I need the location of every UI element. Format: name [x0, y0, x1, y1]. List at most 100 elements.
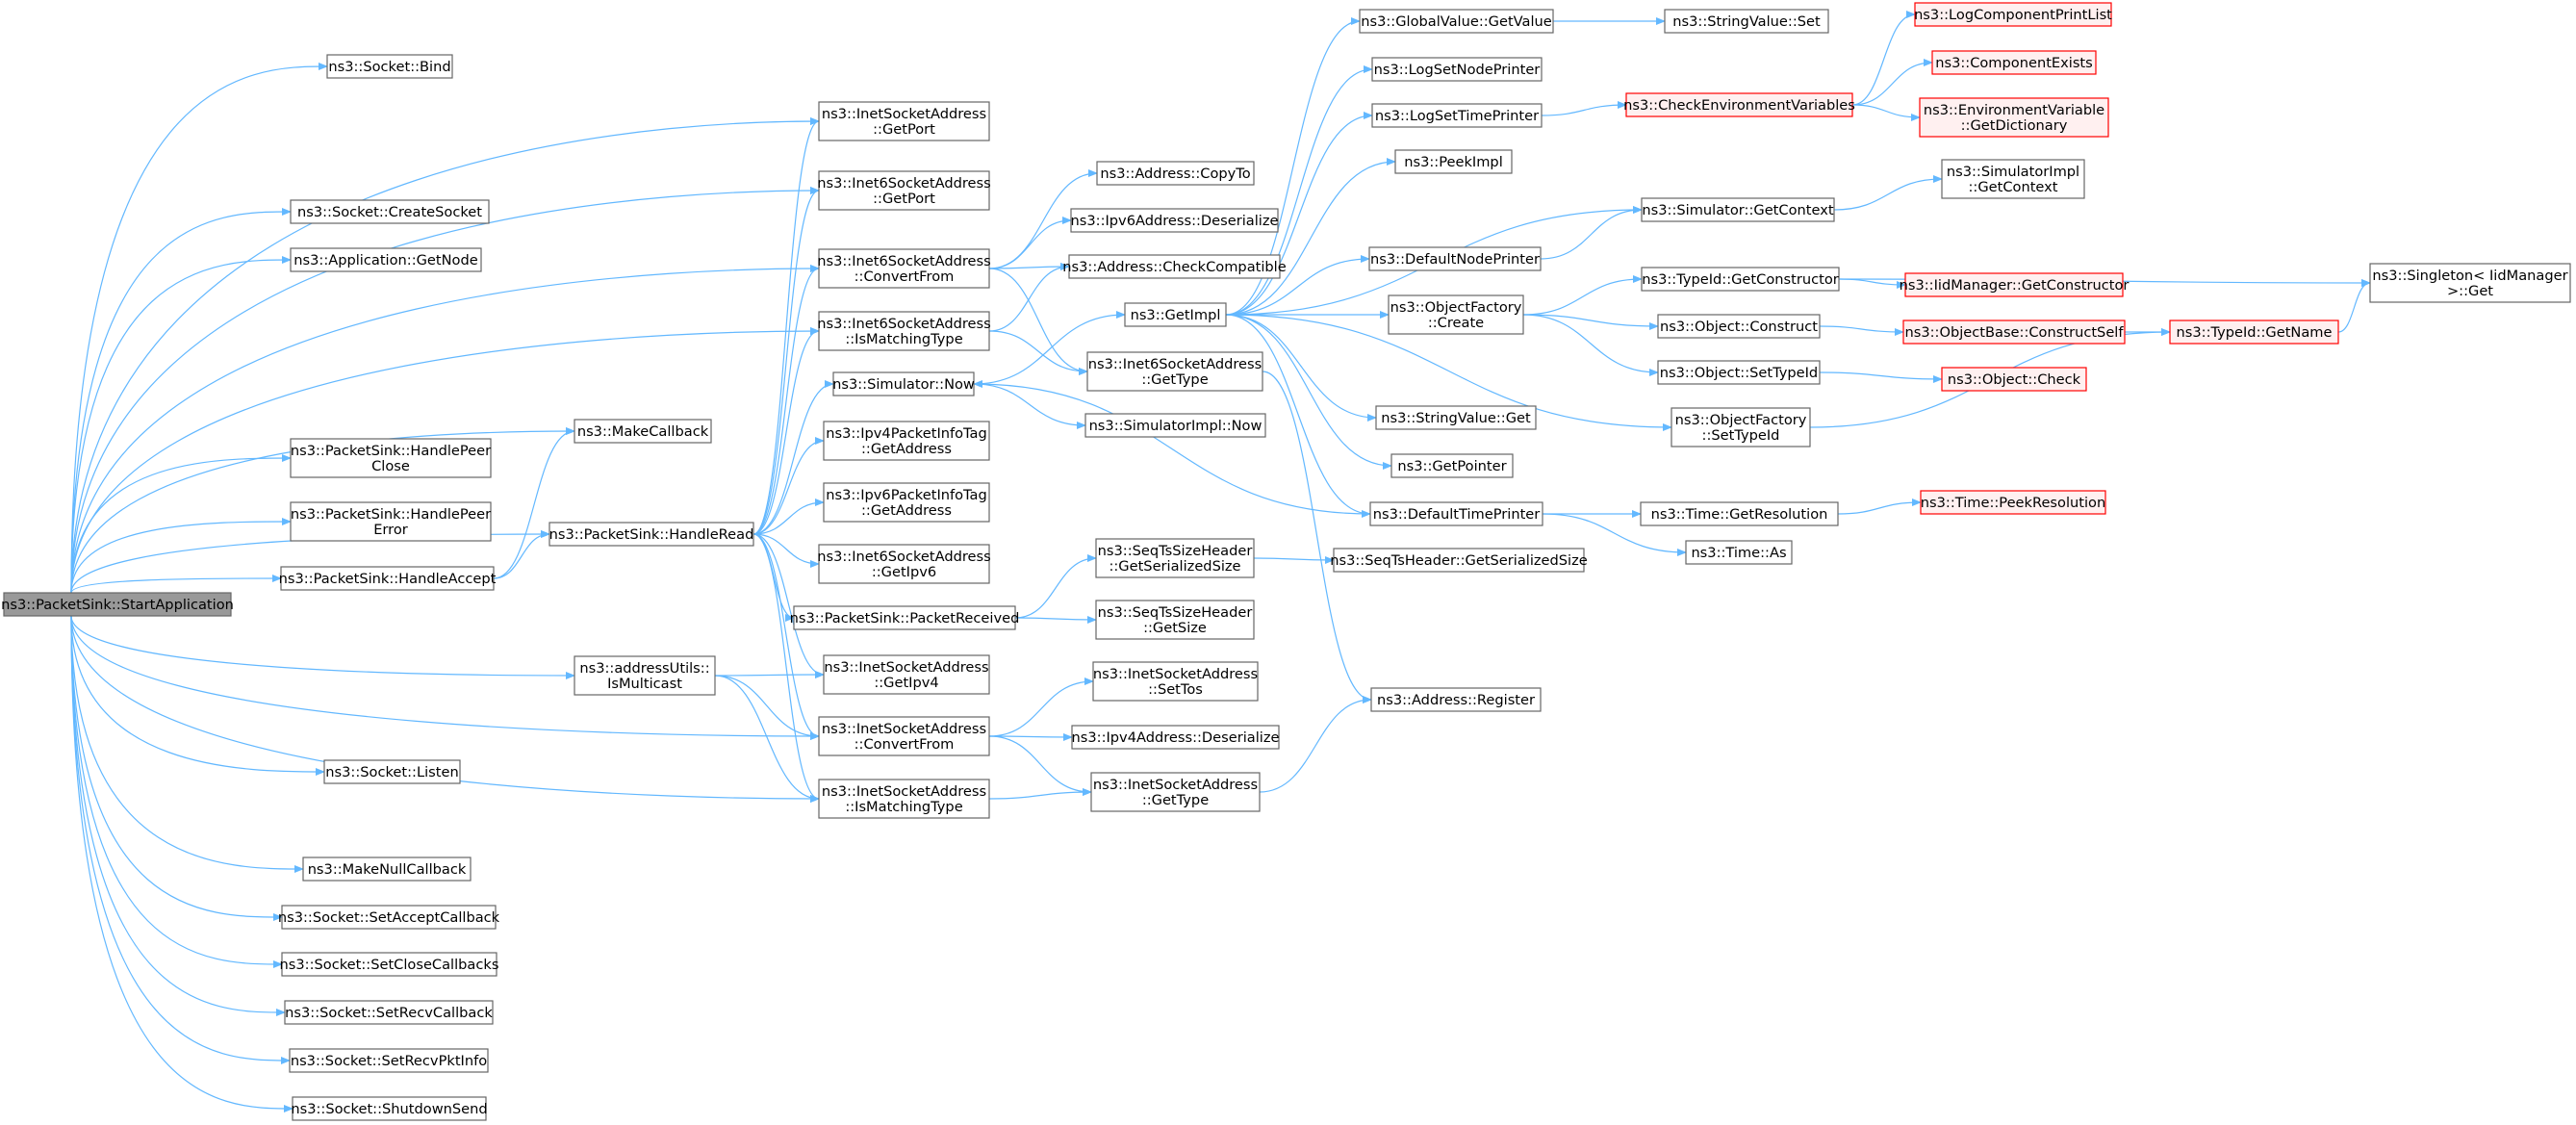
node-envvar_getdict[interactable]: ns3::EnvironmentVariable::GetDictionary: [1919, 97, 2109, 138]
node-inet6_getipv6[interactable]: ns3::Inet6SocketAddress::GetIpv6: [817, 544, 991, 584]
node-simimpl_getcontext[interactable]: ns3::SimulatorImpl::GetContext: [1941, 159, 2085, 199]
node-typeid_getctor[interactable]: ns3::TypeId::GetConstructor: [1641, 267, 1840, 292]
node-obj_check[interactable]: ns3::Object::Check: [1941, 367, 2087, 392]
node-addr_copyto[interactable]: ns3::Address::CopyTo: [1096, 161, 1255, 186]
node-box: [1685, 540, 1793, 565]
node-box: [1368, 246, 1542, 271]
node-box: [2169, 320, 2339, 345]
node-start[interactable]: ns3::PacketSink::StartApplication: [1, 592, 234, 617]
node-logsetnode[interactable]: ns3::LogSetNodePrinter: [1371, 57, 1543, 82]
node-inet_convert[interactable]: ns3::InetSocketAddress::ConvertFrom: [818, 716, 990, 756]
node-stringvalue_get[interactable]: ns3::StringValue::Get: [1375, 405, 1537, 430]
node-box: [284, 1000, 494, 1025]
node-seqts_getser[interactable]: ns3::SeqTsSizeHeader::GetSerializedSize: [1095, 538, 1255, 578]
edge-hread-to-inet6_getipv6: [752, 533, 820, 568]
node-sim_getcontext[interactable]: ns3::Simulator::GetContext: [1641, 197, 1835, 222]
node-label: ns3::Ipv4Address::Deserialize: [1072, 729, 1280, 746]
node-inet_settos[interactable]: ns3::InetSocketAddress::SetTos: [1092, 661, 1259, 702]
node-defnodeprinter[interactable]: ns3::DefaultNodePrinter: [1368, 246, 1542, 271]
node-inet6_ismatch[interactable]: ns3::Inet6SocketAddress::IsMatchingType: [817, 311, 991, 351]
edge-time_getres-to-time_peekres: [1837, 499, 1922, 515]
node-inet6_convert[interactable]: ns3::Inet6SocketAddress::ConvertFrom: [817, 248, 991, 289]
node-makecallback[interactable]: ns3::MakeCallback: [574, 419, 712, 444]
edge-getimpl-to-gv_getvalue: [1225, 17, 1361, 316]
node-inet_ismatch[interactable]: ns3::InetSocketAddress::IsMatchingType: [818, 779, 990, 819]
node-seqts_header_getser[interactable]: ns3::SeqTsHeader::GetSerializedSize: [1330, 548, 1588, 573]
node-haccept[interactable]: ns3::PacketSink::HandleAccept: [279, 566, 497, 591]
node-bind[interactable]: ns3::Socket::Bind: [326, 54, 453, 79]
node-preceived[interactable]: ns3::PacketSink::PacketReceived: [790, 605, 1020, 630]
edge-checkenv-to-logcomp_print: [1851, 11, 1916, 106]
node-label: ns3::PeekImpl: [1404, 154, 1503, 170]
node-inet_getipv4[interactable]: ns3::InetSocketAddress::GetIpv4: [823, 654, 990, 695]
node-sim_now[interactable]: ns3::Simulator::Now: [832, 371, 975, 396]
edge-obj_settypeid-to-obj_check: [1819, 371, 1943, 383]
node-deftimeprinter[interactable]: ns3::DefaultTimePrinter: [1369, 501, 1543, 526]
node-ismulticast[interactable]: ns3::addressUtils::IsMulticast: [574, 655, 716, 696]
node-inet_gettype[interactable]: ns3::InetSocketAddress::GetType: [1090, 772, 1261, 812]
edge-inet_convert-to-inet_gettype: [988, 735, 1092, 796]
node-label: ns3::Socket::Listen: [325, 764, 458, 780]
node-compexists[interactable]: ns3::ComponentExists: [1931, 50, 2097, 75]
node-objbase_constructself[interactable]: ns3::ObjectBase::ConstructSelf: [1902, 320, 2126, 345]
edge-start-to-hpclose: [70, 454, 292, 594]
node-obj_construct[interactable]: ns3::Object::Construct: [1657, 314, 1821, 339]
node-singleton_get[interactable]: ns3::Singleton< IidManager>::Get: [2369, 263, 2571, 303]
node-setrecvpkt[interactable]: ns3::Socket::SetRecvPktInfo: [289, 1048, 489, 1073]
node-seqts_getsize[interactable]: ns3::SeqTsSizeHeader::GetSize: [1095, 600, 1255, 640]
edge-checkenv-to-envvar_getdict: [1851, 104, 1921, 121]
node-setaccept[interactable]: ns3::Socket::SetAcceptCallback: [278, 905, 500, 930]
edge-inet6_convert-to-inet6_gettype: [988, 268, 1088, 375]
node-box: [290, 247, 482, 272]
node-objfactory_settypeid[interactable]: ns3::ObjectFactory::SetTypeId: [1671, 407, 1811, 447]
node-label: ::SetTos: [1148, 681, 1203, 698]
node-time_peekres[interactable]: ns3::Time::PeekResolution: [1920, 490, 2106, 515]
node-addr_register[interactable]: ns3::Address::Register: [1370, 687, 1542, 712]
node-box: [1071, 725, 1280, 750]
node-setrecv[interactable]: ns3::Socket::SetRecvCallback: [284, 1000, 494, 1025]
node-obj_settypeid[interactable]: ns3::Object::SetTypeId: [1657, 360, 1821, 385]
node-gv_getvalue[interactable]: ns3::GlobalValue::GetValue: [1359, 9, 1554, 34]
node-checkenv[interactable]: ns3::CheckEnvironmentVariables: [1623, 92, 1855, 117]
node-time_as[interactable]: ns3::Time::As: [1685, 540, 1793, 565]
node-box: [818, 716, 990, 756]
node-shutdownsend[interactable]: ns3::Socket::ShutdownSend: [291, 1096, 488, 1121]
node-logsettime[interactable]: ns3::LogSetTimePrinter: [1371, 103, 1543, 128]
node-getpointer[interactable]: ns3::GetPointer: [1390, 453, 1514, 478]
node-addr_checkcompat[interactable]: ns3::Address::CheckCompatible: [1062, 254, 1287, 279]
node-label: ::GetType: [1142, 792, 1209, 808]
node-box: [1095, 538, 1255, 578]
node-inet_getport[interactable]: ns3::InetSocketAddress::GetPort: [818, 101, 990, 141]
node-ipv6_deser[interactable]: ns3::Ipv6Address::Deserialize: [1070, 208, 1279, 233]
node-inet6_gettype[interactable]: ns3::Inet6SocketAddress::GetType: [1086, 351, 1263, 392]
node-simimpl_now[interactable]: ns3::SimulatorImpl::Now: [1084, 413, 1266, 438]
node-label: ns3::MakeNullCallback: [308, 861, 467, 878]
node-getimpl[interactable]: ns3::GetImpl: [1124, 302, 1227, 327]
node-typeid_getname[interactable]: ns3::TypeId::GetName: [2169, 320, 2339, 345]
node-setclose[interactable]: ns3::Socket::SetCloseCallbacks: [280, 952, 499, 977]
node-ipv4_deser[interactable]: ns3::Ipv4Address::Deserialize: [1071, 725, 1280, 750]
node-listen[interactable]: ns3::Socket::Listen: [323, 759, 461, 784]
node-box: [548, 522, 754, 547]
node-inet6_getport[interactable]: ns3::Inet6SocketAddress::GetPort: [817, 170, 991, 211]
node-time_getres[interactable]: ns3::Time::GetResolution: [1640, 501, 1839, 526]
node-logcomp_print[interactable]: ns3::LogComponentPrintList: [1914, 2, 2112, 27]
node-box: [1124, 302, 1227, 327]
node-createsocket[interactable]: ns3::Socket::CreateSocket: [290, 199, 490, 224]
node-ipv6pkt_getaddr[interactable]: ns3::Ipv6PacketInfoTag::GetAddress: [823, 482, 990, 523]
node-peekimpl[interactable]: ns3::PeekImpl: [1394, 149, 1513, 174]
node-getnode[interactable]: ns3::Application::GetNode: [290, 247, 482, 272]
node-iidmgr_getctor[interactable]: ns3::IidManager::GetConstructor: [1900, 272, 2130, 297]
node-ipv4pkt_getaddr[interactable]: ns3::Ipv4PacketInfoTag::GetAddress: [823, 421, 990, 461]
node-hread[interactable]: ns3::PacketSink::HandleRead: [548, 522, 754, 547]
edge-inet6_gettype-to-addr_register: [1262, 371, 1372, 703]
node-stringvalue_set[interactable]: ns3::StringValue::Set: [1664, 9, 1829, 34]
node-label: ns3::InetSocketAddress: [822, 721, 986, 737]
node-box: [1333, 548, 1585, 573]
node-label: ns3::Address::CheckCompatible: [1062, 259, 1286, 275]
node-makenull[interactable]: ns3::MakeNullCallback: [302, 857, 472, 882]
node-objfactory_create[interactable]: ns3::ObjectFactory::Create: [1388, 294, 1524, 335]
node-label: ns3::SeqTsSizeHeader: [1098, 543, 1253, 559]
